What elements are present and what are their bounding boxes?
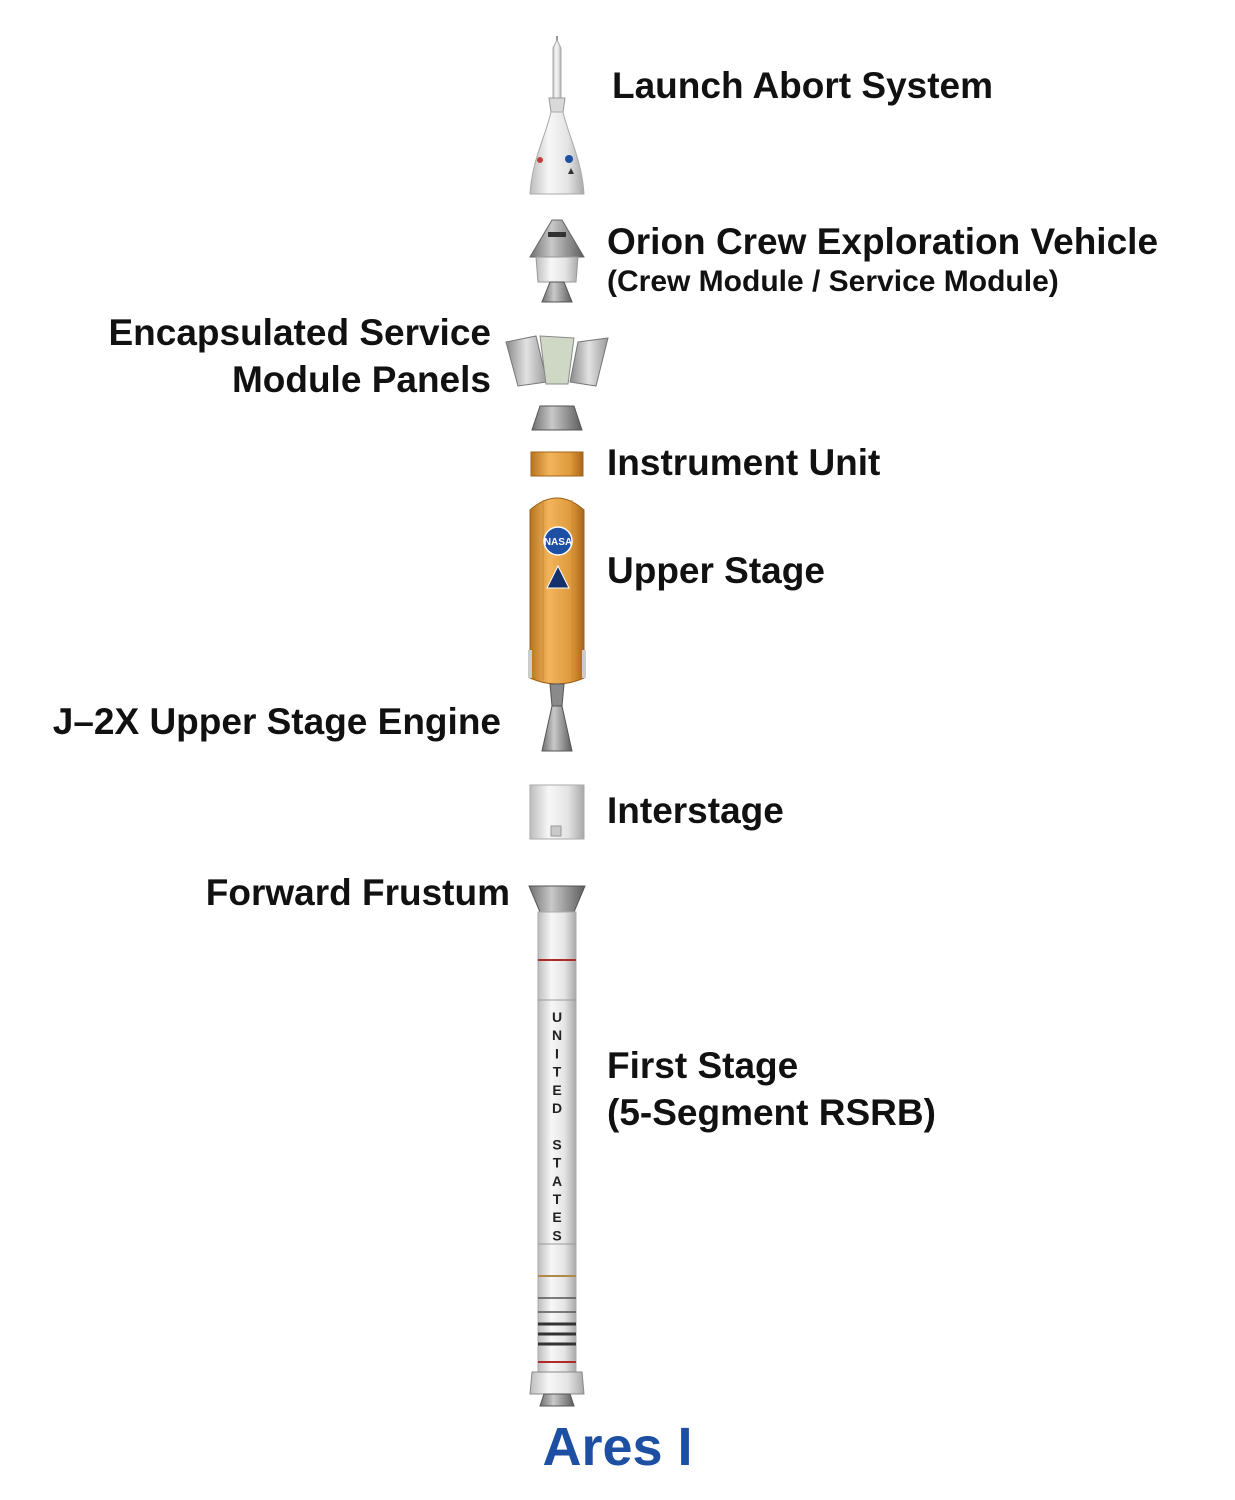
first-stage-letter: A xyxy=(552,1173,562,1189)
encapsulated-service-module-panels-part xyxy=(505,335,609,387)
upper-stage-label: Upper Stage xyxy=(607,550,825,591)
first-stage-letter: I xyxy=(555,1045,559,1061)
j2x-upper-stage-engine-label: J–2X Upper Stage Engine xyxy=(52,701,501,742)
orion-title-line: Orion Crew Exploration Vehicle xyxy=(607,221,1159,262)
first-stage-letter: U xyxy=(552,1009,562,1025)
forward-frustum-part xyxy=(528,885,586,913)
first-stage-letter: S xyxy=(552,1136,561,1152)
first-stage-label: First Stage (5-Segment RSRB) xyxy=(607,1042,936,1137)
instrument-unit-label: Instrument Unit xyxy=(607,442,881,483)
first-stage-letter: E xyxy=(552,1082,561,1098)
interstage-label: Interstage xyxy=(607,790,784,831)
encapsulated-line-2: Module Panels xyxy=(231,359,491,401)
first-stage-letter: S xyxy=(552,1227,561,1243)
first-stage-letter: E xyxy=(552,1209,561,1225)
orion-crew-exploration-vehicle-part xyxy=(529,219,585,303)
encapsulated-line-1: Encapsulated Service xyxy=(108,312,491,353)
first-stage-line-2: (5-Segment RSRB) xyxy=(607,1092,936,1134)
diagram-title: Ares I xyxy=(542,1417,693,1477)
first-stage-letter: T xyxy=(553,1064,562,1080)
first-stage-line-1: First Stage xyxy=(607,1045,799,1086)
instrument-unit-part xyxy=(530,451,584,477)
first-stage-letter: D xyxy=(552,1100,562,1116)
first-stage-letter: T xyxy=(553,1155,562,1171)
launch-abort-system-part xyxy=(529,36,585,195)
nasa-logo-text: NASA xyxy=(544,537,572,548)
encapsulated-service-module-panels-label: Encapsulated Service Module Panels xyxy=(108,309,491,404)
forward-frustum-label: Forward Frustum xyxy=(205,872,510,913)
first-stage-letter: N xyxy=(552,1027,562,1043)
spacecraft-adapter-part xyxy=(531,405,583,431)
interstage-part xyxy=(529,784,585,840)
orion-crew-exploration-vehicle-label: Orion Crew Exploration Vehicle (Crew Mod… xyxy=(607,220,1158,299)
upper-stage-part: NASA xyxy=(528,497,586,685)
orion-subtitle-line: (Crew Module / Service Module) xyxy=(607,264,1059,298)
j2x-upper-stage-engine-part xyxy=(541,683,573,752)
first-stage-letter: T xyxy=(553,1191,562,1207)
launch-abort-system-label: Launch Abort System xyxy=(612,65,994,106)
